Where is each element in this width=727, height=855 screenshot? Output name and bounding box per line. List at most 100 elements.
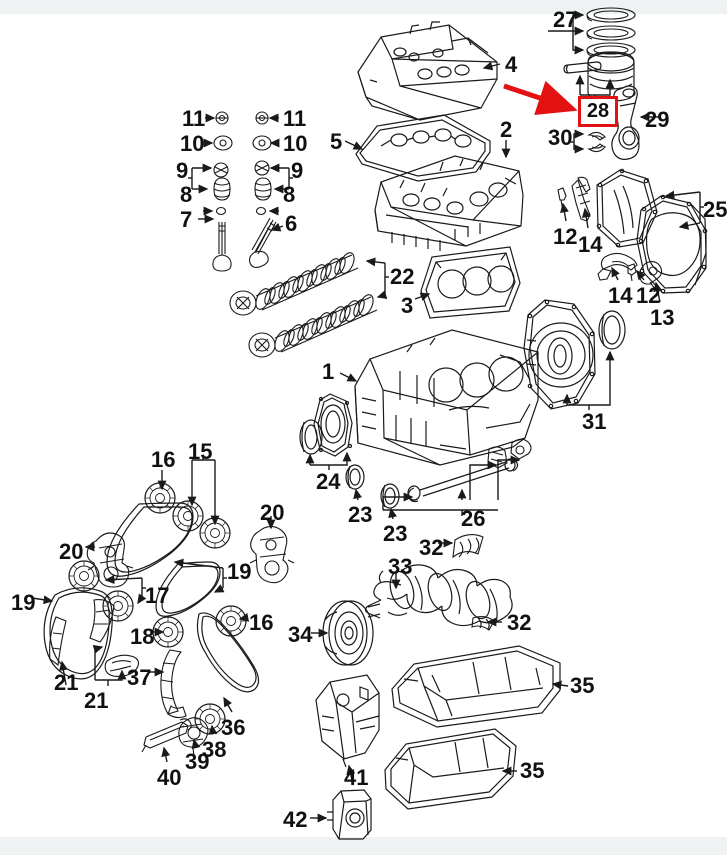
leader-22 [365, 257, 389, 299]
callout-18: 18 [130, 624, 155, 649]
part-19-chain-upper [106, 502, 194, 577]
part-26-bracket-a [487, 446, 508, 469]
leader-41 [346, 764, 356, 786]
callout-35-upper: 35 [570, 673, 595, 698]
part-10-left-retainer [213, 135, 233, 151]
leader-26 [382, 455, 521, 516]
callout-19-right: 19 [227, 559, 252, 584]
callout-13: 13 [650, 305, 675, 330]
part-2-cylinder-head [374, 155, 524, 251]
leader-31 [562, 350, 615, 410]
callout-22: 22 [390, 264, 415, 289]
part-11-right-keeper [255, 111, 269, 125]
part-8-left-seat [215, 206, 227, 216]
callout-17: 17 [145, 583, 170, 608]
part-22-camshafts [229, 252, 378, 358]
callout-20-right: 20 [260, 500, 285, 525]
callout-23-b: 23 [383, 521, 408, 546]
part-9-left-springs [213, 162, 231, 201]
callout-37: 37 [127, 665, 152, 690]
leader-27 [548, 10, 585, 55]
part-14-lower-guide [597, 252, 638, 281]
leaders-35 [501, 680, 569, 776]
leader-30 [569, 129, 585, 154]
part-piston-body [587, 51, 635, 102]
top-border-band [0, 0, 727, 14]
callout-14-lower: 14 [608, 283, 633, 308]
callout-21-b: 21 [84, 688, 109, 713]
callout-5: 5 [330, 129, 343, 154]
callout-4: 4 [505, 52, 518, 77]
callout-9-left: 9 [176, 158, 189, 183]
part-3-head-gasket [420, 246, 521, 319]
part-35-oil-pan-upper [391, 645, 561, 728]
callout-29: 29 [645, 107, 670, 132]
part-25-timing-cover-lower [636, 194, 708, 294]
callout-31: 31 [582, 409, 607, 434]
part-5-valve-cover-gasket [355, 114, 491, 182]
part-28-piston-pin [563, 61, 602, 74]
callout-39: 39 [185, 749, 210, 774]
part-24-front-seal [299, 419, 323, 455]
leaders-timing-drive [31, 456, 276, 763]
callout-28-highlighted: 28 [578, 96, 618, 127]
callout-27: 27 [553, 7, 578, 32]
part-21-guide-a [49, 616, 67, 667]
callout-32-lower: 32 [507, 610, 532, 635]
callout-7: 7 [180, 207, 193, 232]
leader-3 [414, 292, 431, 302]
callout-14-upper: 14 [578, 232, 603, 257]
callout-19-left: 19 [11, 590, 36, 615]
leader-25 [664, 190, 704, 230]
callout-16-lower: 16 [249, 610, 274, 635]
callout-42: 42 [283, 807, 308, 832]
part-29-connecting-rod [611, 85, 640, 160]
callout-25: 25 [703, 197, 727, 222]
part-8-right-seat [255, 206, 267, 216]
callout-36: 36 [221, 715, 246, 740]
part-14-upper-tensioner [571, 176, 591, 222]
part-1-engine-block [354, 329, 539, 466]
part-36-chain-lower [196, 612, 260, 693]
part-17-sprocket-a [68, 560, 100, 592]
callout-33: 33 [388, 554, 413, 579]
callout-12-upper: 12 [553, 224, 578, 249]
part-11-left-keeper [215, 111, 229, 125]
callout-3: 3 [401, 293, 414, 318]
part-26-shaft [407, 458, 519, 503]
callout-2: 2 [500, 117, 513, 142]
part-21-guide-b [89, 599, 115, 643]
part-26-bracket-b [510, 438, 532, 460]
part-6-exhaust-valve [249, 217, 277, 269]
part-40-tube [141, 718, 192, 753]
bottom-border-band [0, 837, 727, 855]
part-19-chain-left [43, 587, 113, 680]
part-42-sensor-housing [327, 789, 372, 840]
part-25-timing-cover-upper [596, 168, 658, 248]
callout-24: 24 [316, 469, 341, 494]
callout-32-upper: 32 [419, 535, 444, 560]
callout-11-right: 11 [283, 106, 307, 131]
callout-20-left: 20 [59, 539, 84, 564]
leader-5 [344, 140, 364, 150]
callout-6: 6 [285, 211, 298, 236]
callout-40: 40 [157, 765, 182, 790]
callout-15: 15 [188, 439, 213, 464]
part-21-tensioner-pad [104, 654, 140, 677]
callout-30: 30 [548, 125, 573, 150]
part-10-right-retainer [252, 135, 272, 151]
part-30-rod-bearings [587, 131, 606, 153]
callout-16-upper: 16 [151, 447, 176, 472]
callout-41: 41 [344, 765, 369, 790]
part-20-accessory-right [249, 525, 295, 584]
callout-10-left: 10 [180, 131, 205, 156]
part-16-sprocket-upper [144, 482, 176, 514]
part-12-lower-bolt [627, 263, 637, 282]
part-12-upper-bolt [557, 187, 567, 212]
part-35-oil-pan-lower [384, 728, 517, 810]
leader-1 [339, 372, 358, 382]
leaders-12-13-14 [560, 202, 663, 303]
part-37-chain-guide [160, 649, 187, 719]
part-31-rear-cover [523, 299, 596, 410]
